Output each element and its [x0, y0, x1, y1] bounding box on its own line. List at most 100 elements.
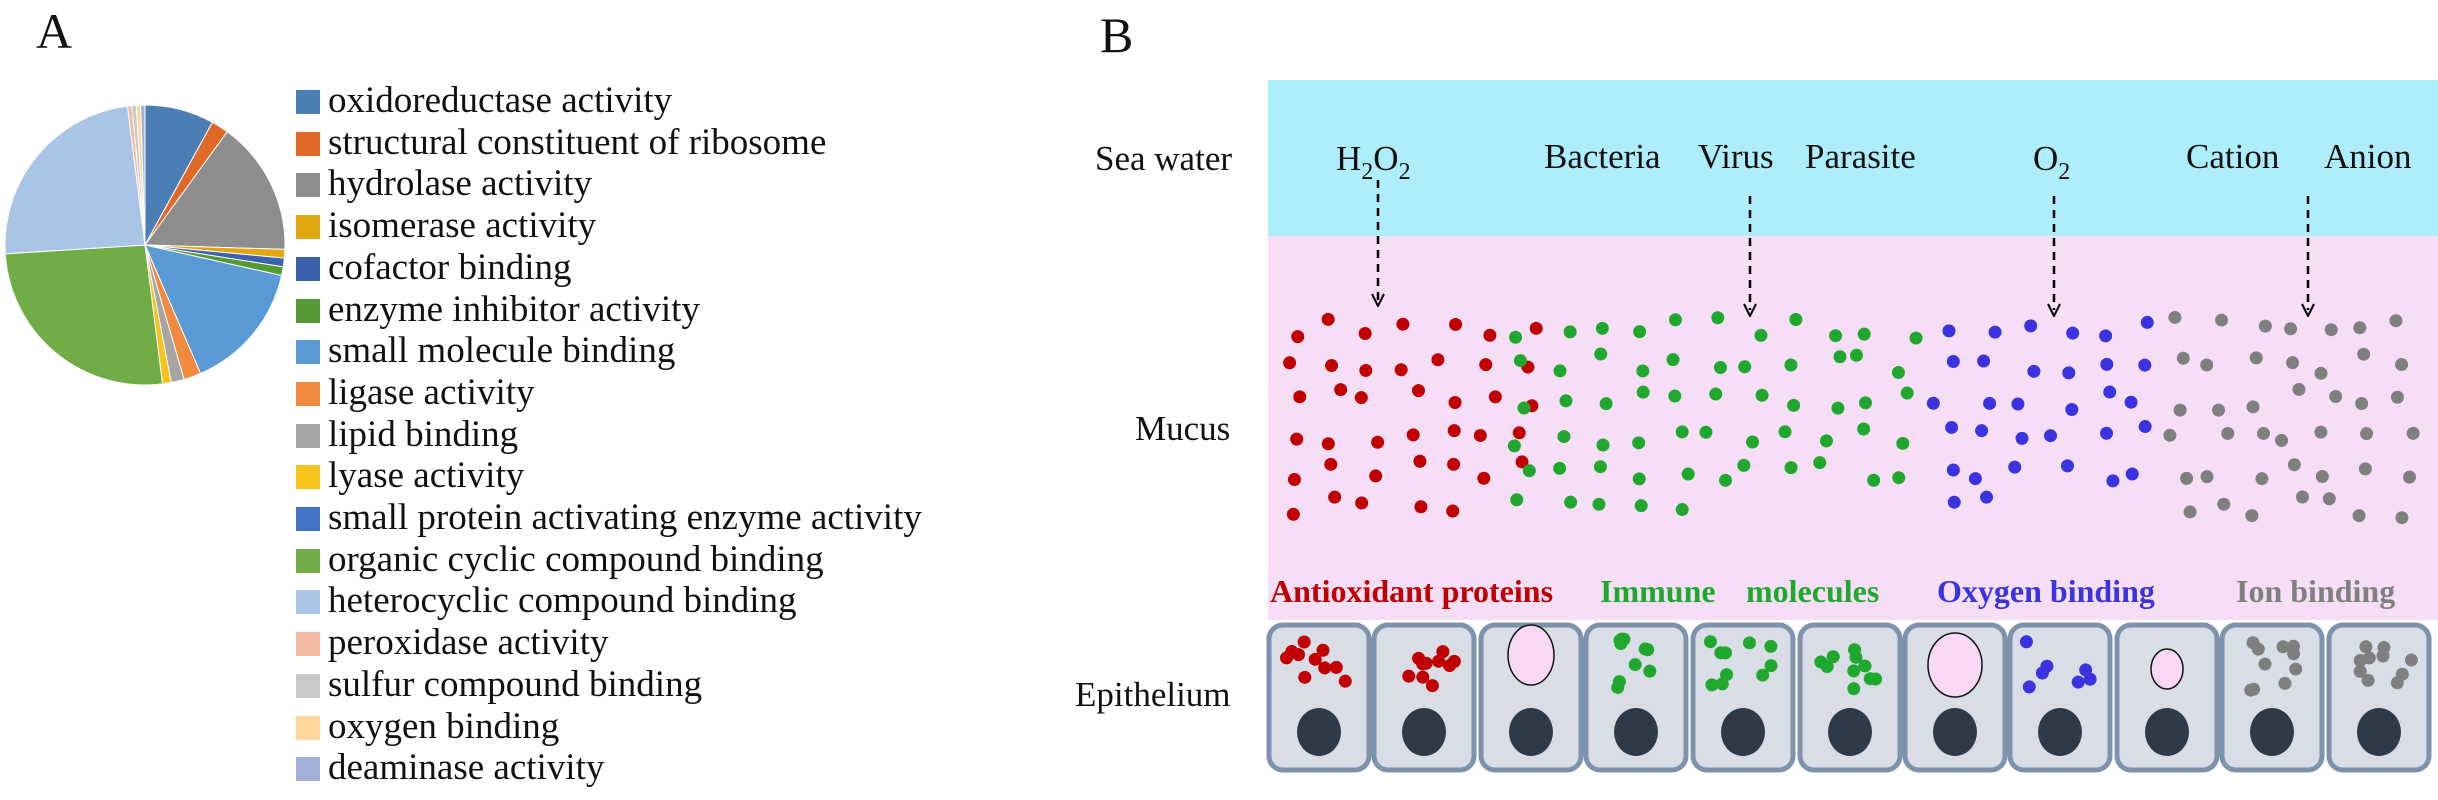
immune-particle — [1857, 422, 1871, 436]
antioxidant-granule — [1329, 660, 1343, 674]
pie-chart — [4, 104, 286, 386]
oxygen-particle — [2099, 329, 2113, 343]
antioxidant-particle — [1479, 358, 1493, 372]
oxygen-particle — [1946, 354, 1960, 368]
antioxidant-granule — [1402, 669, 1416, 683]
ion-granule — [2361, 673, 2375, 687]
immune-particle — [1858, 396, 1872, 410]
legend-swatch — [296, 757, 320, 782]
oxygen-particle — [1946, 463, 1960, 477]
oxygen-particle — [1968, 472, 1982, 486]
oxygen-particle — [2066, 326, 2080, 340]
immune-particle — [1755, 388, 1769, 402]
antioxidant-granule — [1298, 670, 1312, 684]
immune-granule — [1714, 646, 1728, 660]
immune-granule — [1742, 636, 1756, 650]
ion-particle — [2200, 470, 2214, 484]
antioxidant-particle — [1413, 454, 1427, 468]
antioxidant-particle — [1483, 328, 1497, 342]
ion-granule — [2376, 649, 2390, 663]
epithelial-cell — [2219, 622, 2325, 773]
oxygen-particle — [2138, 420, 2152, 434]
epithelial-cell — [2326, 622, 2432, 773]
immune-particle — [1668, 313, 1682, 327]
mucus-layer — [1268, 236, 2438, 620]
immune-particle — [1563, 325, 1577, 339]
antioxidant-particle — [1354, 391, 1368, 405]
epithelial-cell — [2114, 622, 2220, 773]
antioxidant-particle — [1283, 356, 1297, 370]
antioxidant-particle — [1477, 471, 1491, 485]
immune-particle — [1784, 358, 1798, 372]
immune-granule — [1858, 659, 1872, 673]
legend-swatch — [296, 256, 320, 281]
ion-particle — [2389, 314, 2403, 328]
ion-particle — [2168, 310, 2182, 324]
ion-particle — [2245, 509, 2259, 523]
oxygen-particle — [2140, 315, 2154, 329]
legend-swatch — [296, 590, 320, 615]
o2-label: O2 — [2033, 139, 2070, 185]
immune-particle — [1867, 473, 1881, 487]
oxygen-particle — [2024, 319, 2038, 333]
cell-nucleus — [1933, 708, 1977, 756]
cell-nucleus — [1297, 708, 1341, 756]
anion-label: Anion — [2324, 137, 2412, 176]
immune-particle — [1713, 360, 1727, 374]
oxygen-particle — [2124, 395, 2138, 409]
immune-particle — [1557, 430, 1571, 444]
ion-granule — [2246, 636, 2260, 650]
immune-granule — [1612, 675, 1626, 689]
immune-particle — [1593, 460, 1607, 474]
molecules-label: molecules — [1746, 573, 1879, 609]
immune-particle — [1596, 438, 1610, 452]
oxygen-particle — [2125, 467, 2139, 481]
ion-granule — [2404, 653, 2418, 667]
oxygen-particle — [2015, 431, 2029, 445]
ion-granule — [2390, 676, 2404, 690]
immune-particle — [1668, 389, 1682, 403]
oxygen-binding-label: Oxygen binding — [1937, 573, 2155, 609]
antioxidant-particle — [1328, 490, 1342, 504]
ion-particle — [2390, 390, 2404, 404]
ion-granule — [2287, 647, 2301, 661]
ion-particle — [2360, 427, 2374, 441]
immune-particle — [1738, 360, 1752, 374]
legend-swatch — [296, 173, 320, 198]
immune-particle — [1509, 330, 1523, 344]
ion-binding-label: Ion binding — [2236, 573, 2395, 609]
immune-particle — [1507, 439, 1521, 453]
immune-particle — [1909, 331, 1923, 345]
immune-particle — [1599, 397, 1613, 411]
immune-particle — [1718, 473, 1732, 487]
ion-particle — [2275, 433, 2289, 447]
immune-granule — [1643, 664, 1657, 678]
immune-particle — [1711, 311, 1725, 325]
ion-particle — [2287, 458, 2301, 472]
immune-particle — [1831, 401, 1845, 415]
antioxidant-particle — [1529, 321, 1543, 335]
antioxidant-granule — [1416, 670, 1430, 684]
virus-label: Virus — [1698, 137, 1774, 176]
ion-granule — [2258, 657, 2272, 671]
cell-membrane — [1266, 622, 1372, 773]
immune-particle — [1699, 425, 1713, 439]
oxygen-particle — [2065, 402, 2079, 416]
immune-particle — [1778, 425, 1792, 439]
oxygen-particle — [1988, 325, 2002, 339]
oxygen-particle — [1983, 396, 1997, 410]
oxygen-particle — [2044, 429, 2058, 443]
immune-particle — [1891, 365, 1905, 379]
pie-slice-hydrolase-activity — [144, 131, 286, 250]
ion-particle — [2200, 358, 2214, 372]
cell-nucleus — [1509, 708, 1553, 756]
oxygen-particle — [1942, 324, 1956, 338]
immune-particle — [1675, 425, 1689, 439]
epithelium-label: Epithelium — [1075, 675, 1231, 714]
antioxidant-particle — [1359, 363, 1373, 377]
immune-particle — [1746, 435, 1760, 449]
antioxidant-particle — [1394, 363, 1408, 377]
ion-particle — [2355, 397, 2369, 411]
oxygen-granule — [2022, 680, 2036, 694]
